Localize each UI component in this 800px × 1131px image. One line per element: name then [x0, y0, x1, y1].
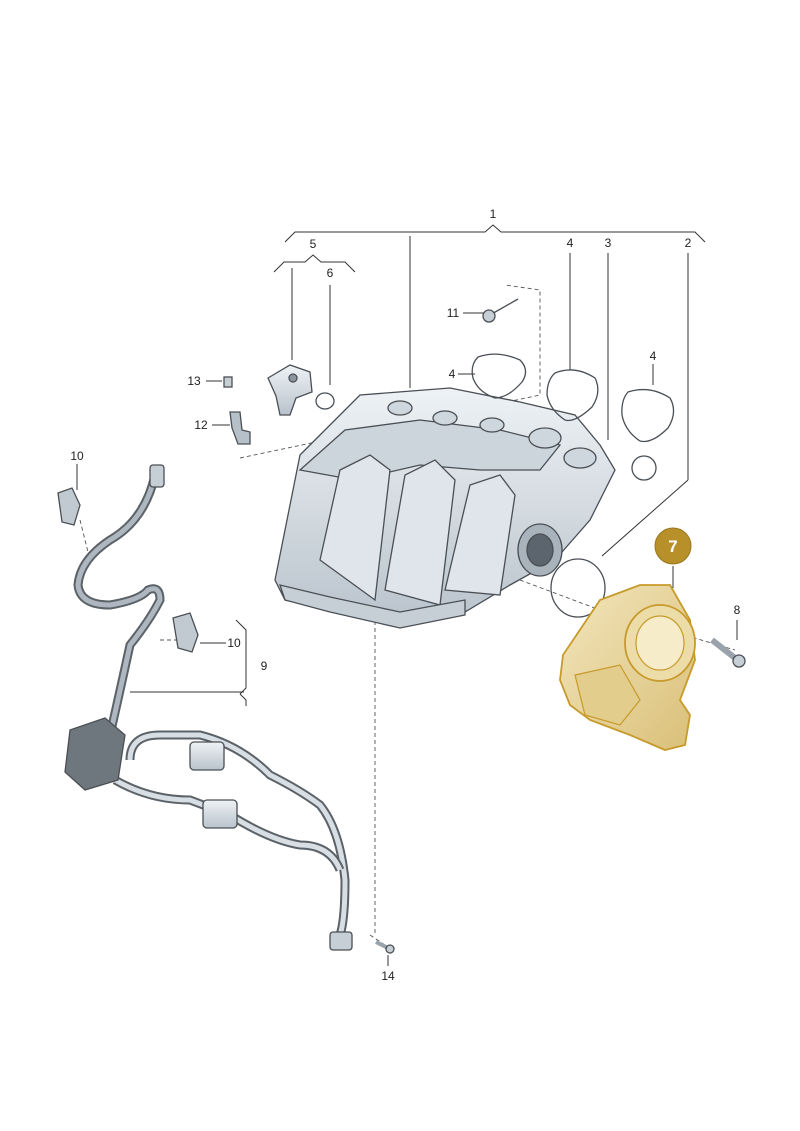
callout-1: 1	[490, 207, 497, 221]
callout-7: 7	[668, 537, 677, 556]
callout-10-top: 10	[70, 449, 84, 463]
callout-11: 11	[447, 306, 460, 320]
callout-14: 14	[381, 969, 395, 983]
callout-4-right: 4	[650, 349, 657, 363]
callout-7-badge[interactable]: 7	[654, 527, 692, 565]
callout-13: 13	[187, 374, 201, 388]
callout-4-top: 4	[567, 236, 574, 250]
hose-assembly	[57, 464, 353, 951]
callout-2: 2	[685, 236, 692, 250]
callout-9: 9	[261, 659, 268, 673]
gasket-right	[621, 388, 675, 443]
callout-4-left: 4	[449, 367, 456, 381]
intake-manifold	[274, 387, 616, 629]
bolt-8	[710, 637, 746, 668]
callout-5: 5	[310, 237, 317, 251]
throttle-body	[559, 584, 696, 751]
callout-12: 12	[194, 418, 208, 432]
gasket-middle	[546, 369, 599, 422]
screw-14	[375, 940, 395, 954]
callout-8: 8	[734, 603, 741, 617]
callout-6: 6	[327, 266, 334, 280]
o-ring-6	[315, 392, 335, 410]
callout-3: 3	[605, 236, 612, 250]
bolt-11	[482, 298, 519, 323]
pressure-sensor	[267, 364, 313, 416]
gasket-left	[471, 353, 527, 399]
o-ring-3	[631, 455, 657, 481]
screw-13-bracket-12	[223, 376, 251, 445]
o-ring-2	[550, 558, 606, 618]
gaskets	[315, 353, 675, 618]
callout-labels: 1 5 6 4 3 2 11 4 4 13 12 10 10 9 8 14	[70, 207, 740, 983]
callout-10-mid: 10	[227, 636, 241, 650]
